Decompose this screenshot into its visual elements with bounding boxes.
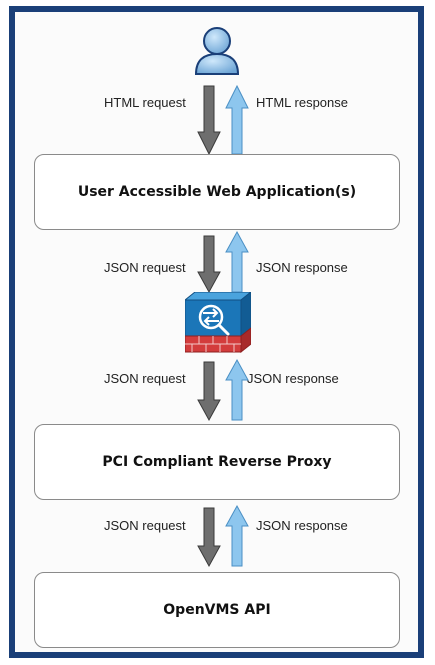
html-response-arrow bbox=[225, 84, 249, 155]
json-response-arrow-3 bbox=[225, 504, 249, 567]
web-application-box: User Accessible Web Application(s) bbox=[34, 154, 400, 230]
json-request-arrow-1 bbox=[197, 235, 221, 294]
json-request-arrow-3 bbox=[197, 507, 221, 568]
json-request-label-2: JSON request bbox=[104, 371, 186, 386]
json-response-label-1: JSON response bbox=[256, 260, 348, 275]
json-response-label-3: JSON response bbox=[256, 518, 348, 533]
reverse-proxy-label: PCI Compliant Reverse Proxy bbox=[102, 454, 332, 470]
json-response-arrow-2 bbox=[225, 358, 249, 421]
html-request-arrow bbox=[197, 85, 221, 156]
html-response-label: HTML response bbox=[256, 95, 348, 110]
reverse-proxy-box: PCI Compliant Reverse Proxy bbox=[34, 424, 400, 500]
html-request-label: HTML request bbox=[104, 95, 186, 110]
json-response-label-2: JSON response bbox=[247, 371, 339, 386]
json-response-arrow-1 bbox=[225, 230, 249, 293]
json-request-label-3: JSON request bbox=[104, 518, 186, 533]
user-icon bbox=[194, 27, 240, 75]
json-request-label-1: JSON request bbox=[104, 260, 186, 275]
openvms-api-label: OpenVMS API bbox=[163, 602, 271, 618]
firewall-icon bbox=[185, 292, 251, 354]
openvms-api-box: OpenVMS API bbox=[34, 572, 400, 648]
web-application-label: User Accessible Web Application(s) bbox=[77, 184, 357, 200]
json-request-arrow-2 bbox=[197, 361, 221, 422]
